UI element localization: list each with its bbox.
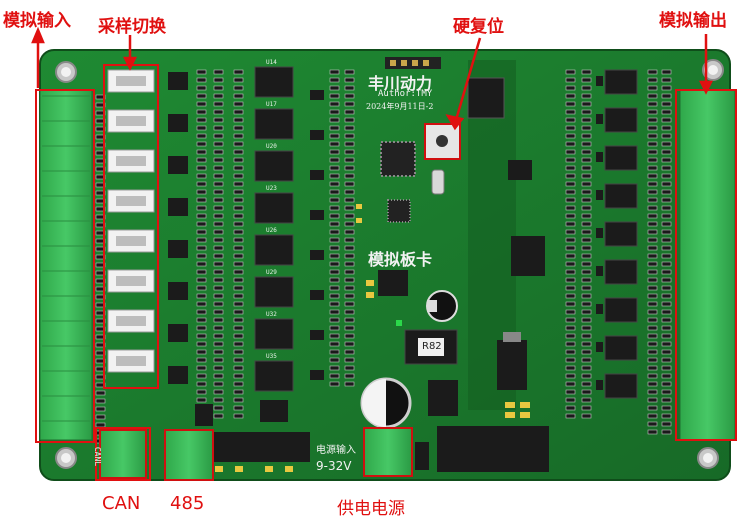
sample-switch-array [107, 69, 155, 373]
silk-voltage: 9-32V [316, 459, 352, 473]
can-connector [99, 429, 147, 479]
analog-ic [254, 276, 294, 308]
output-ic [604, 183, 638, 209]
silk-brand: 丰川动力 [368, 74, 433, 93]
analog-ic [254, 192, 294, 224]
ic-silk-label: U14 [266, 59, 277, 66]
silk-can: CANL [93, 446, 103, 467]
power-transistor [497, 340, 527, 390]
analog-ic [254, 318, 294, 350]
power-connector [363, 427, 413, 477]
rs485-connector [164, 429, 214, 481]
silk-board-name: 模拟板卡 [368, 250, 433, 269]
label-analog-input: 模拟输入 [3, 11, 71, 31]
mosfet [428, 380, 458, 416]
ic-silk-label: U23 [266, 185, 277, 192]
analog-output-terminal [679, 89, 736, 441]
ic-silk-label: U17 [266, 101, 277, 108]
output-ic [604, 297, 638, 323]
silk-date: 2024年9月11日-2 [366, 102, 434, 111]
mcu-chip [380, 141, 416, 177]
analog-ic [254, 66, 294, 98]
diode [415, 442, 429, 470]
silk-author: Author:TMY [378, 89, 433, 99]
ic-silk-label: U32 [266, 311, 277, 318]
analog-ic [254, 150, 294, 182]
output-ic [604, 259, 638, 285]
bottom-chip-left [210, 432, 310, 462]
small-chips [168, 72, 324, 384]
analog-ic [254, 108, 294, 140]
label-sample-switch: 采样切换 [98, 17, 166, 37]
bottom-chip-right [437, 426, 549, 472]
analog-ic [254, 360, 294, 392]
label-can: CAN [102, 493, 141, 514]
analog-ic [254, 234, 294, 266]
label-power-supply: 供电电源 [337, 499, 405, 519]
mounting-holes [55, 59, 724, 469]
analog-input-terminal [39, 89, 93, 441]
small-qfn [387, 199, 411, 223]
chip-485 [195, 404, 213, 426]
silk-r82: R82 [422, 341, 442, 352]
output-ic [604, 145, 638, 171]
chip-can [260, 400, 288, 422]
output-ic [604, 107, 638, 133]
label-analog-output: 模拟输出 [659, 11, 727, 31]
label-rs485: 485 [170, 493, 205, 514]
label-hard-reset: 硬复位 [453, 17, 504, 37]
ic-silk-label: U20 [266, 143, 277, 150]
chip-u49 [508, 160, 532, 180]
annotation-arrows [31, 26, 714, 131]
output-ic [604, 69, 638, 95]
output-ic [604, 373, 638, 399]
regulator [378, 270, 408, 296]
chip-u38 [467, 77, 505, 119]
ic-silk-label: U29 [266, 269, 277, 276]
output-ic [604, 335, 638, 361]
output-ic [604, 221, 638, 247]
silk-power-in: 电源输入 [316, 445, 356, 456]
crystal [431, 169, 445, 195]
ic-silk-label: U26 [266, 227, 277, 234]
reset-button [424, 123, 461, 160]
left-ic-column [254, 66, 294, 392]
ic-silk-label: U35 [266, 353, 277, 360]
resistor-arrays [95, 69, 672, 444]
chip-u40 [511, 236, 545, 276]
right-ic-column [596, 69, 638, 399]
